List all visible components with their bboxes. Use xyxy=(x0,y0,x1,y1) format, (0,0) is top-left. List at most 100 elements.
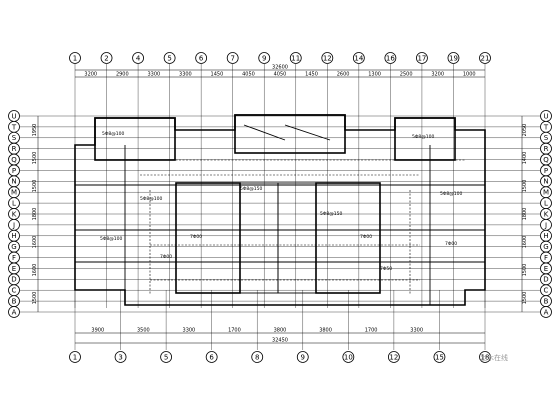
axis-bottom-6: 6 xyxy=(205,351,218,363)
wall-outlines xyxy=(74,114,486,306)
axis-bottom-3-label: 3 xyxy=(118,353,122,361)
axis-left-E-label: E xyxy=(12,265,16,273)
top-dim-11: 3200 xyxy=(431,72,444,78)
axis-top-7-label: 7 xyxy=(230,54,234,62)
axis-left-A-circle xyxy=(8,306,20,318)
axis-top-16-label: 16 xyxy=(386,54,395,62)
axis-right-J: J xyxy=(540,218,552,231)
axis-left-J-label: J xyxy=(12,221,15,229)
rebar-label-3: 5Φ8@100 xyxy=(100,236,122,242)
axis-right-T-label: T xyxy=(543,123,549,131)
axis-right-S: S xyxy=(540,131,552,144)
axis-bottom-8-label: 8 xyxy=(255,353,259,361)
axis-bottom-15-circle xyxy=(433,351,446,363)
axis-top-21-circle xyxy=(479,52,491,64)
axis-bottom-5-label: 5 xyxy=(164,353,168,361)
rebar-label-7: 7Φ00 xyxy=(445,241,457,247)
axis-top-16: 16 xyxy=(384,52,397,64)
axis-left-S: S xyxy=(8,131,20,144)
top-dim-8: 2600 xyxy=(337,72,350,78)
axis-right-K: K xyxy=(540,208,552,220)
axis-left-A-label: A xyxy=(12,308,17,316)
axis-bottom-1-circle xyxy=(69,351,81,363)
top-dim-9: 1300 xyxy=(368,72,381,78)
axis-left-J: J xyxy=(8,218,20,231)
top-dim-7: 1450 xyxy=(305,72,318,78)
grid-lines xyxy=(20,64,540,350)
axis-top-6: 6 xyxy=(195,52,208,64)
axis-right-J-label: J xyxy=(544,221,547,229)
right-dim-2: 1500 xyxy=(522,180,528,193)
top-total-text: 32600 xyxy=(272,65,288,71)
axis-left-L-label: L xyxy=(12,200,16,208)
rebar-label-11: 7Φ50 xyxy=(380,266,392,272)
axis-top-9: 9 xyxy=(258,52,271,64)
axis-left-B-label: B xyxy=(12,298,17,306)
axis-right-K-label: K xyxy=(544,210,549,218)
axis-top-19-label: 19 xyxy=(449,54,458,62)
axis-top-12-circle xyxy=(321,52,334,64)
watermark-text: 土木在线 xyxy=(480,353,508,362)
axis-bottom-18-label: 18 xyxy=(481,353,490,361)
axis-bottom-3: 3 xyxy=(114,351,127,363)
right-dim-1: 1400 xyxy=(522,152,528,165)
axis-top-1: 1 xyxy=(69,52,81,64)
axis-right-G-label: G xyxy=(543,243,548,251)
axis-top-5-label: 5 xyxy=(167,54,171,62)
top-dim-10: 2500 xyxy=(400,72,413,78)
axis-top-19: 19 xyxy=(447,52,460,64)
top-dim-6: 4050 xyxy=(274,72,287,78)
axis-right-Q: Q xyxy=(540,153,552,166)
axis-left-M-label: M xyxy=(11,189,17,197)
axis-top-14-label: 14 xyxy=(354,54,363,62)
axis-right-D: D xyxy=(540,273,552,286)
rebar-label-8: 7Φ00 xyxy=(190,234,202,240)
right-dim-3: 1800 xyxy=(522,208,528,221)
axis-bottom-12: 12 xyxy=(387,351,400,363)
axis-right-U-label: U xyxy=(543,112,548,120)
axis-left-D: D xyxy=(8,273,20,286)
top-dim-2: 3300 xyxy=(147,72,160,78)
axis-bottom-18-circle xyxy=(479,351,491,363)
axis-left-R: R xyxy=(8,142,20,155)
axis-bottom-1: 1 xyxy=(69,351,81,363)
axis-right-S-label: S xyxy=(544,134,549,142)
axis-top-9-label: 9 xyxy=(262,54,266,62)
axis-left-G-label: G xyxy=(11,243,16,251)
axis-right-D-label: D xyxy=(543,276,548,284)
axis-top-12: 12 xyxy=(321,52,334,64)
axis-top-14-circle xyxy=(352,52,365,64)
axis-left-K: K xyxy=(8,208,20,220)
axis-left-G: G xyxy=(8,240,20,253)
axis-left-L: L xyxy=(8,197,20,210)
axis-bottom-5: 5 xyxy=(160,351,173,363)
axis-top-11: 11 xyxy=(289,52,302,64)
bottom-total-text: 32450 xyxy=(272,338,288,344)
axis-right-L-label: L xyxy=(544,200,548,208)
axis-left-U-label: U xyxy=(11,112,16,120)
bottom-dim-1: 3500 xyxy=(137,328,150,334)
axis-left-T: T xyxy=(8,120,20,133)
axis-bottom-10: 10 xyxy=(342,351,355,363)
axis-top-14: 14 xyxy=(352,52,365,64)
left-dim-2: 1500 xyxy=(32,180,38,193)
axis-right-A-circle xyxy=(540,306,552,318)
axis-top-11-circle xyxy=(289,52,302,64)
top-dim-5: 4050 xyxy=(242,72,255,78)
axis-left-F: F xyxy=(8,251,20,264)
axis-top-11-label: 11 xyxy=(291,54,300,62)
axis-left-C-label: C xyxy=(12,287,17,295)
axis-right-M: M xyxy=(540,186,552,199)
axis-right-R: R xyxy=(540,142,552,155)
axis-bottom-18: 18 xyxy=(479,351,491,363)
axis-left-R-label: R xyxy=(12,145,17,153)
axis-left-N: N xyxy=(8,175,20,188)
axis-right-T: T xyxy=(540,120,552,133)
axis-left-H: H xyxy=(8,229,20,242)
axis-left-K-label: K xyxy=(12,210,17,218)
right-dim-6: 1500 xyxy=(522,292,528,305)
axis-left-B: B xyxy=(8,295,20,308)
axis-bottom-6-circle xyxy=(205,351,218,363)
right-dim-5: 1500 xyxy=(522,264,528,277)
